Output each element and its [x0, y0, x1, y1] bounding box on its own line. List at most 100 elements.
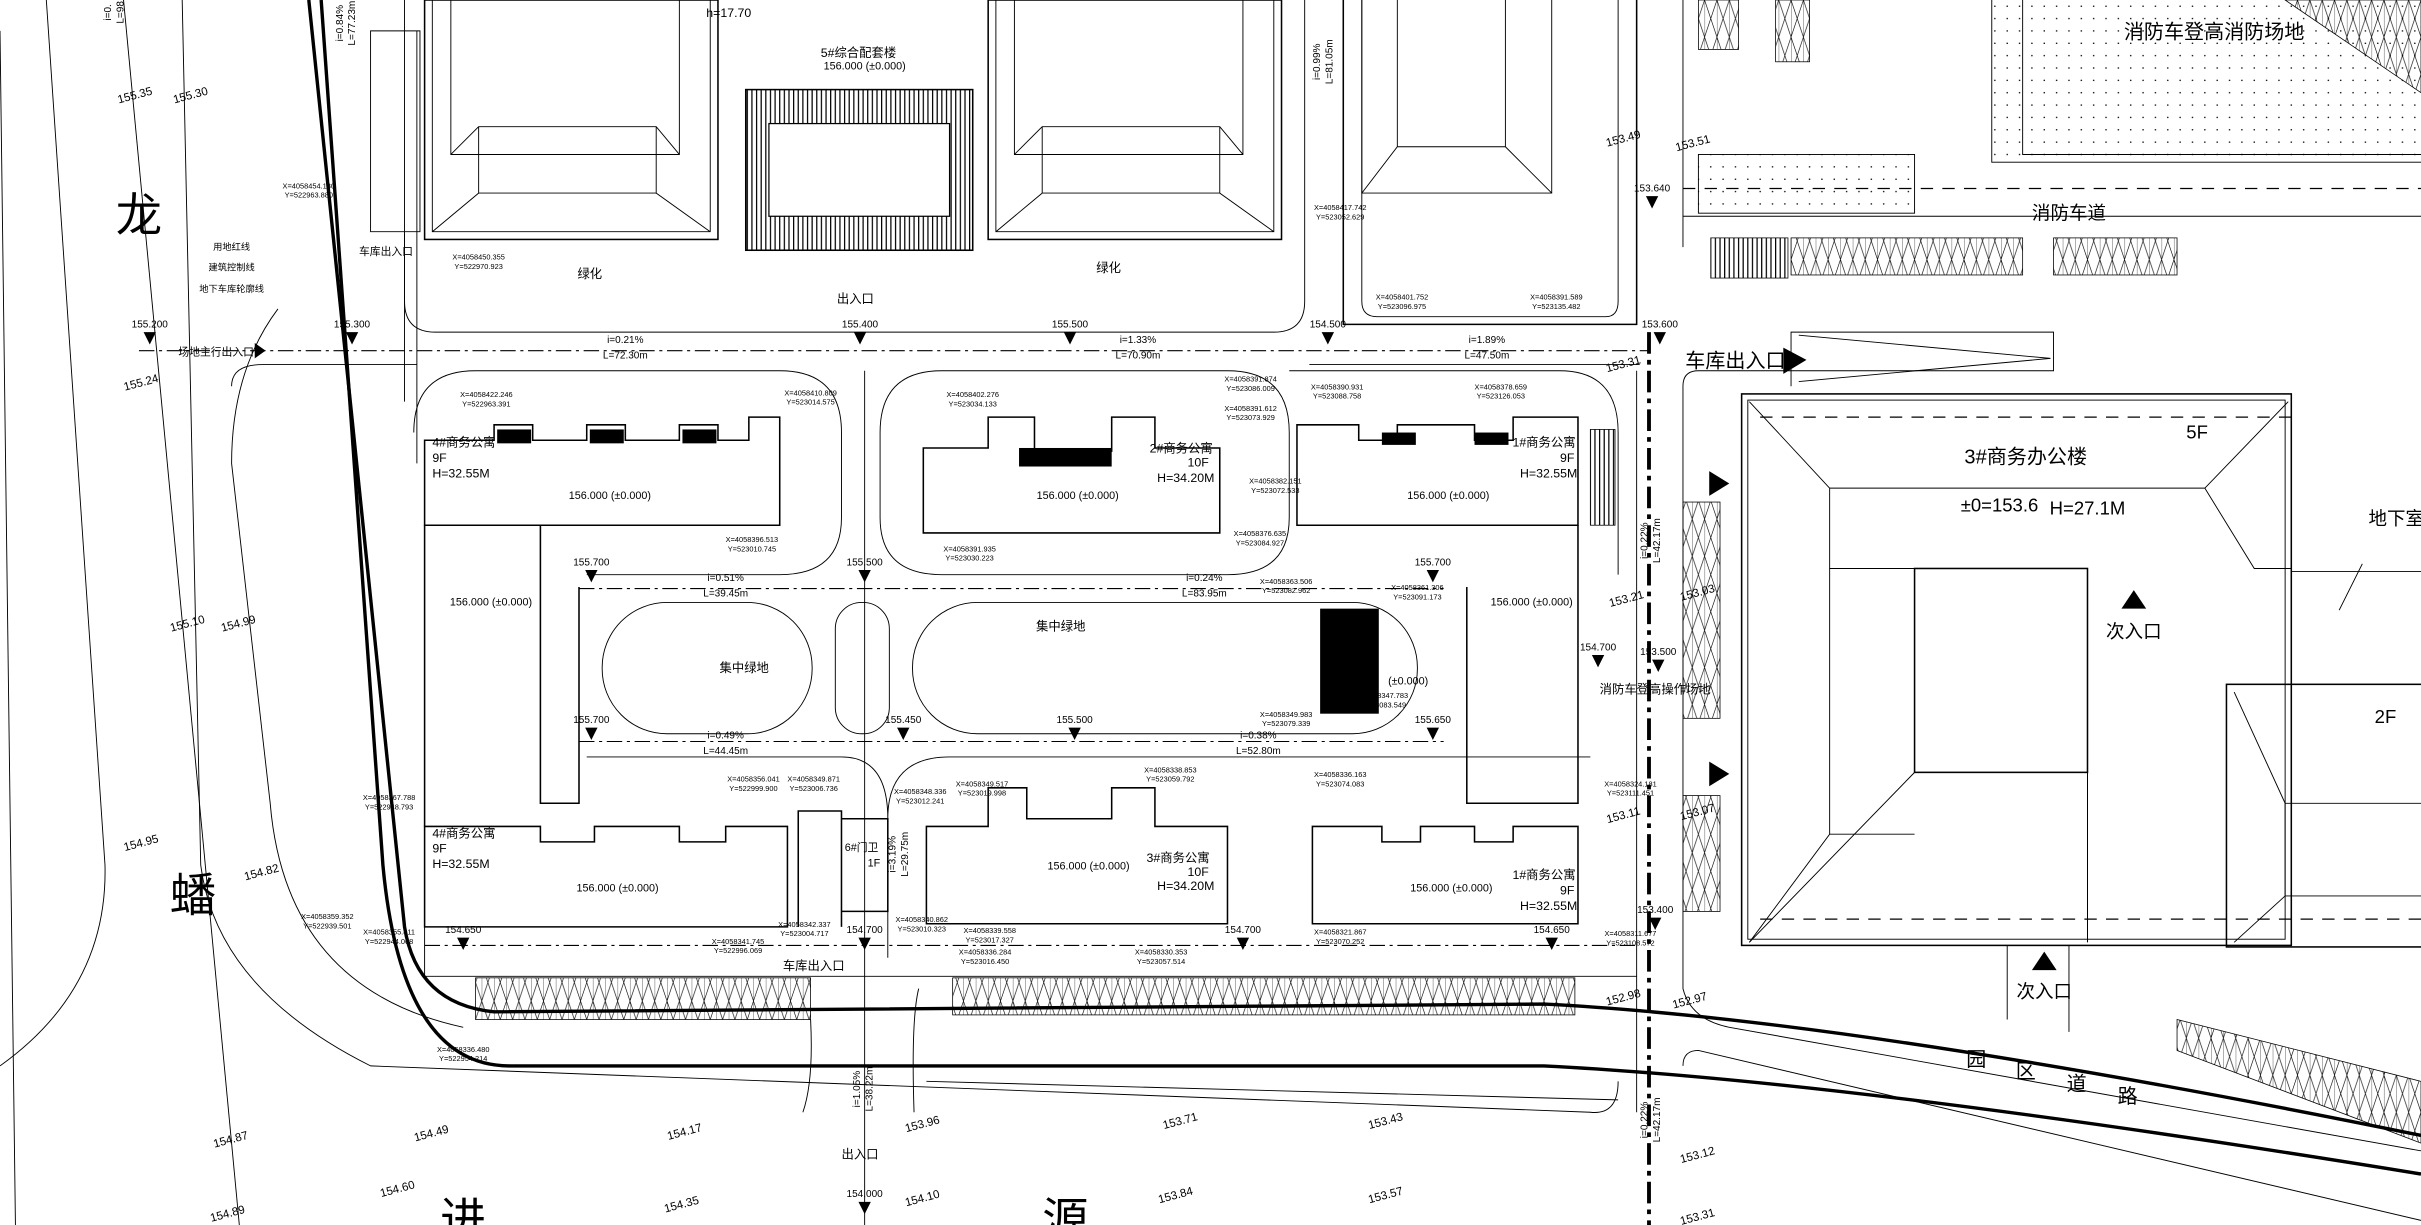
building-height: H=34.20M: [1157, 471, 1214, 485]
design-elevation: 155.400: [842, 319, 879, 330]
elevation-triangle-icon: [1652, 659, 1665, 672]
slope-ratio: i=0.24%: [1186, 573, 1223, 584]
greenery-label: 绿化: [577, 266, 602, 281]
garage-entrance-arrow-icon: [1783, 347, 1807, 374]
existing-elevation: 154.60: [379, 1179, 416, 1200]
building-height: H=27.1M: [2050, 497, 2126, 518]
road-name-char: 进: [440, 1194, 486, 1225]
arrow-right-icon: [1709, 471, 1730, 496]
building-name: 2#商务公寓: [1150, 441, 1213, 456]
coordinate-x: X=4058341.745: [712, 937, 765, 946]
coordinate-x: X=4058336.284: [959, 948, 1012, 957]
coordinate-x: X=4058391.589: [1530, 293, 1583, 302]
design-elevation: 153.400: [1637, 905, 1674, 916]
coordinate-y: Y=523091.173: [1393, 592, 1441, 601]
elevation-triangle-icon: [1591, 654, 1605, 668]
elevation-triangle-icon: [1545, 937, 1558, 951]
building-name: 1#商务公寓: [1512, 434, 1575, 449]
existing-elevation: 153.12: [1679, 1145, 1716, 1166]
coordinate-y: Y=523019.998: [958, 789, 1006, 798]
legend-label: 建筑控制线: [208, 261, 254, 272]
building-height: H=34.20M: [1157, 879, 1214, 893]
building-name: 6#门卫: [845, 840, 879, 854]
coordinate-y: Y=523006.736: [789, 784, 837, 793]
fire-platform: [1682, 0, 2421, 279]
greenery-label: 绿化: [1096, 260, 1121, 275]
existing-elevation: 153.31: [1679, 1207, 1716, 1225]
slope-ratio: i=1.05%: [852, 1071, 863, 1108]
road-name-char: 龙: [116, 190, 162, 242]
coordinate-y: Y=523135.482: [1532, 302, 1580, 311]
floor-elevation: 156.000 (±0.000): [577, 882, 659, 894]
existing-elevation: 153.96: [904, 1114, 941, 1135]
building-name: 5#综合配套楼: [821, 45, 896, 60]
design-elevation: 155.300: [334, 319, 371, 330]
design-elevation: 155.500: [1052, 319, 1089, 330]
coordinate-y: Y=523111.451: [1607, 789, 1654, 798]
secondary-entrance-arrow-icon: [2031, 951, 2057, 971]
coordinate-x: X=4058396.513: [726, 535, 779, 544]
elevation-triangle-icon: [1321, 332, 1335, 345]
slope-ratio: i=0.49%: [707, 730, 744, 741]
arrow-right-icon: [1709, 761, 1730, 787]
building-height: H=32.55M: [432, 466, 489, 480]
coordinate-y: Y=522939.501: [303, 921, 351, 930]
elevation-triangle-icon: [1426, 570, 1440, 583]
building-floors: 2F: [2375, 706, 2397, 727]
road-name-char: 道: [2067, 1073, 2087, 1096]
slope-length: L=42.17m: [1652, 1098, 1663, 1143]
floor-elevation: 156.000 (±0.000): [824, 61, 906, 73]
coordinate-y: Y=523070.252: [1316, 937, 1364, 946]
apartment-blocks: [413, 370, 1640, 1225]
floor-elevation: 156.000 (±0.000): [1407, 490, 1489, 502]
elevation-triangle-icon: [457, 937, 470, 951]
elevation-triangle-icon: [897, 727, 910, 740]
building-name: 4#商务公寓: [432, 434, 495, 449]
coordinate-x: X=4058422.246: [460, 390, 513, 399]
coordinate-y: Y=523010.323: [898, 924, 946, 933]
slope-length: L=52.80m: [1236, 746, 1281, 757]
coordinate-y: Y=523004.717: [780, 929, 828, 938]
existing-elevation: 153.51: [1674, 133, 1711, 154]
elevation-markers: [143, 196, 1666, 1215]
coordinate-y: Y=523079.339: [1262, 719, 1310, 728]
floor-elevation: 156.000 (±0.000): [1047, 861, 1129, 873]
existing-elevation: 154.87: [212, 1130, 249, 1151]
slope-ratio: i=0.22%: [1639, 1102, 1650, 1139]
secondary-entrance-label: 次入口: [2106, 621, 2162, 642]
coordinate-y: Y=523082.962: [1262, 586, 1310, 595]
floor-elevation: 156.000 (±0.000): [1410, 882, 1492, 894]
existing-elevation: 155.35: [116, 86, 153, 107]
existing-elevation: 155.10: [169, 614, 206, 635]
coordinate-x: X=4058391.935: [943, 544, 996, 553]
floor-elevation: 156.000 (±0.000): [1037, 490, 1119, 502]
coordinate-y: Y=523014.575: [786, 398, 834, 407]
existing-elevation: 154.99: [220, 614, 257, 635]
coordinate-x: X=4058450.355: [452, 253, 505, 262]
existing-elevation: 153.84: [1157, 1185, 1195, 1206]
slope-length: L=81.05m: [1324, 39, 1335, 84]
coordinate-y: Y=522999.900: [729, 784, 777, 793]
slope-length: L=83.95m: [1182, 588, 1227, 599]
coordinate-y: Y=523017.327: [966, 935, 1014, 944]
existing-elevation: 154.17: [666, 1122, 703, 1143]
existing-elevation: 152.97: [1671, 991, 1708, 1012]
slope-length: L=70.90m: [1116, 350, 1161, 361]
coordinate-y: Y=523084.927: [1236, 538, 1284, 547]
coordinate-x: X=4058391.612: [1224, 404, 1277, 413]
coordinate-x: X=4058359.352: [301, 912, 354, 921]
coordinate-x: X=4058391.874: [1224, 375, 1277, 384]
direction-arrows: [254, 342, 2147, 971]
existing-elevation: 153.57: [1367, 1185, 1404, 1206]
elevation-triangle-icon: [858, 937, 871, 951]
existing-elevation: 155.30: [172, 86, 209, 107]
coordinate-y: Y=523086.009: [1226, 384, 1274, 393]
coordinate-x: X=4058340.862: [896, 915, 949, 924]
garage-entrance-label: 车库出入口: [783, 958, 845, 973]
existing-elevation: 154.95: [123, 833, 160, 854]
garage-ramp: [370, 30, 421, 233]
coordinate-y: Y=523010.745: [728, 544, 776, 553]
coordinate-x: X=4058349.517: [956, 779, 1009, 788]
existing-elevation: 155.24: [123, 373, 161, 394]
building-floors: 9F: [1560, 883, 1575, 897]
